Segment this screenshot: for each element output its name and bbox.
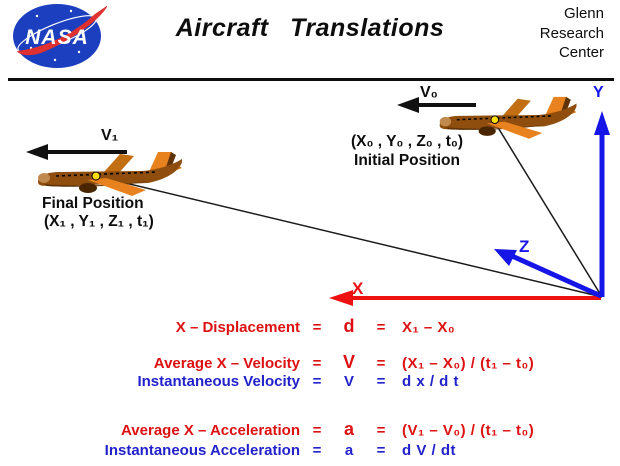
org-name: Glenn Research Center bbox=[540, 4, 604, 63]
equals-sign: = bbox=[312, 422, 322, 439]
v1-arrow bbox=[26, 144, 127, 160]
org-line: Research bbox=[539, 24, 604, 42]
equation-symbol: V bbox=[342, 352, 355, 372]
final-position-caption: Final Position bbox=[42, 195, 144, 212]
equals-sign: = bbox=[376, 355, 386, 372]
equals-sign: = bbox=[376, 319, 386, 336]
x-axis-label: X bbox=[352, 279, 364, 298]
equation-rhs: (V₁ – V₀) / (t₁ – t₀) bbox=[402, 422, 535, 439]
initial-coordinates-label: (X₀ , Y₀ , Z₀ , t₀) bbox=[350, 133, 464, 150]
equation-instantaneous-acceleration: Instantaneous Acceleration = a = d V / d… bbox=[0, 442, 620, 463]
y-axis-label: Y bbox=[593, 84, 604, 101]
page-title: Aircraft Translations bbox=[175, 14, 445, 42]
equals-sign: = bbox=[312, 319, 322, 336]
x-axis bbox=[329, 290, 601, 306]
equation-average-acceleration: Average X – Acceleration = a = (V₁ – V₀)… bbox=[0, 419, 620, 440]
nasa-logo-swoosh bbox=[17, 5, 107, 56]
equals-sign: = bbox=[376, 442, 386, 459]
org-line: Glenn bbox=[563, 5, 604, 22]
sightline-initial-position bbox=[493, 120, 603, 298]
v1-velocity-label: V₁ bbox=[101, 127, 119, 144]
equation-average-velocity: Average X – Velocity = V = (X₁ – X₀) / (… bbox=[0, 352, 620, 373]
y-axis bbox=[594, 111, 610, 297]
sightline-final-position bbox=[95, 175, 603, 298]
equation-symbol: d bbox=[343, 316, 355, 336]
equation-label: Instantaneous Velocity bbox=[137, 373, 300, 390]
equation-rhs: X₁ – X₀ bbox=[402, 319, 456, 336]
equals-sign: = bbox=[312, 355, 322, 372]
v0-velocity-label: V₀ bbox=[420, 84, 438, 101]
equation-label: Instantaneous Acceleration bbox=[104, 442, 300, 459]
equals-sign: = bbox=[312, 373, 322, 390]
equation-symbol: a bbox=[344, 442, 354, 459]
v0-arrow bbox=[397, 97, 476, 113]
equation-label: Average X – Velocity bbox=[153, 355, 300, 372]
equations-block: X – Displacement = d = X₁ – X₀ Average X… bbox=[0, 316, 620, 463]
equals-sign: = bbox=[376, 373, 386, 390]
equation-symbol: a bbox=[343, 419, 354, 439]
equation-displacement: X – Displacement = d = X₁ – X₀ bbox=[0, 316, 620, 337]
header-divider bbox=[8, 78, 614, 81]
z-axis-label: Z bbox=[519, 237, 530, 256]
equals-sign: = bbox=[376, 422, 386, 439]
equation-instantaneous-velocity: Instantaneous Velocity = V = d x / d t bbox=[0, 373, 620, 394]
equals-sign: = bbox=[312, 442, 322, 459]
equation-rhs: (X₁ – X₀) / (t₁ – t₀) bbox=[402, 355, 535, 372]
initial-position-caption: Initial Position bbox=[354, 152, 460, 169]
equation-rhs: d x / d t bbox=[402, 373, 459, 390]
equation-symbol: V bbox=[343, 373, 354, 390]
org-line: Center bbox=[558, 44, 604, 61]
aircraft-final-position bbox=[37, 151, 183, 197]
equation-label: Average X – Acceleration bbox=[121, 422, 300, 439]
z-axis bbox=[494, 249, 603, 299]
equation-rhs: d V / dt bbox=[402, 442, 456, 459]
nasa-logo-text: NASA bbox=[25, 26, 89, 49]
final-coordinates-label: (X₁ , Y₁ , Z₁ , t₁) bbox=[44, 213, 154, 230]
nasa-logo: NASA bbox=[13, 4, 107, 68]
equation-label: X – Displacement bbox=[175, 319, 300, 336]
